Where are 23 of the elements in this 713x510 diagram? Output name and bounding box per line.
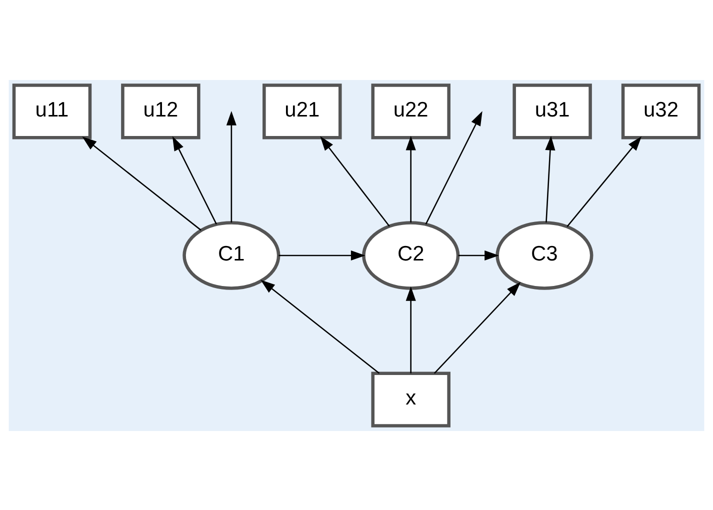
- node-box: u31: [512, 83, 592, 139]
- arrow: [458, 250, 499, 260]
- arrow: [82, 136, 202, 230]
- node-box: u21: [262, 83, 342, 139]
- arrow: [406, 286, 416, 373]
- arrow: [545, 135, 556, 222]
- node-box: u22: [371, 83, 450, 139]
- node-box: u32: [621, 83, 701, 139]
- node-box: x: [371, 371, 450, 427]
- node-ellipse: C1: [182, 220, 280, 290]
- node-ellipse: C2: [362, 220, 460, 290]
- arrow: [172, 136, 218, 224]
- arrow: [425, 110, 482, 224]
- node-ellipse: C3: [496, 220, 594, 290]
- arrow: [278, 250, 366, 260]
- arrow: [260, 279, 380, 374]
- node-box: u12: [121, 83, 200, 139]
- node-box: u11: [12, 83, 92, 139]
- arrow: [566, 136, 642, 226]
- arrow: [434, 282, 521, 374]
- arrow: [406, 135, 416, 222]
- arrow: [320, 136, 390, 226]
- arrow: [226, 110, 236, 222]
